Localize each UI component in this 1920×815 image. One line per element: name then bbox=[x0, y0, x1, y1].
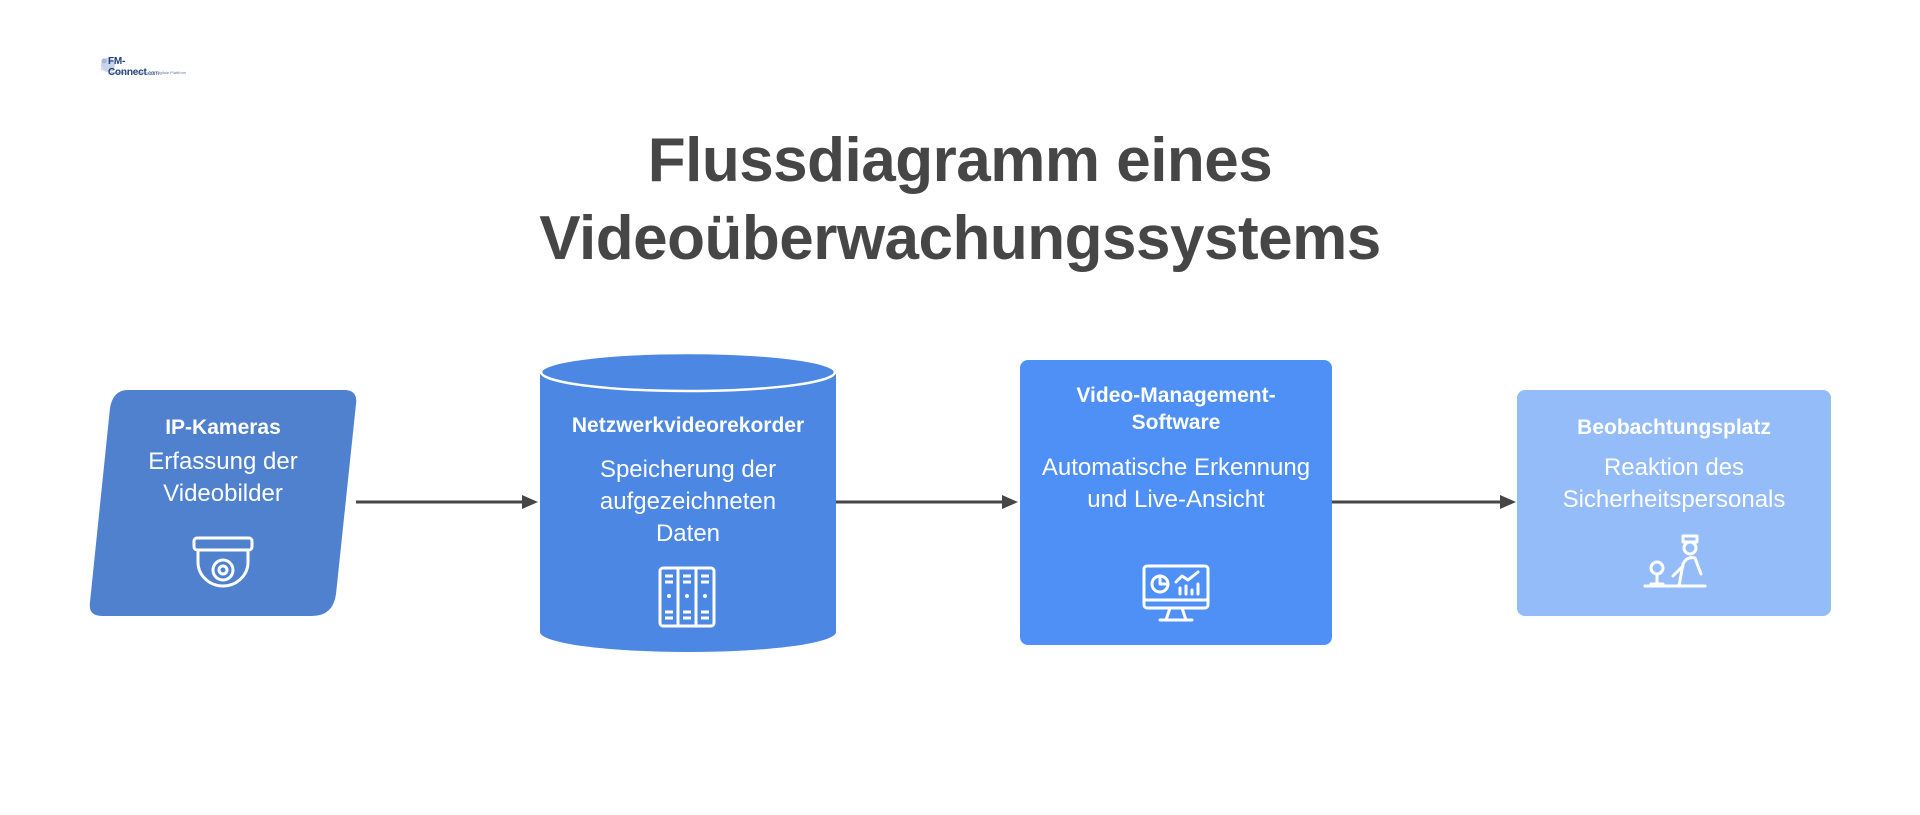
node-heading: IP-Kameras bbox=[165, 416, 281, 439]
logo: FM-Connect.com Fachwissen, Beratung und … bbox=[96, 48, 186, 82]
node-description: Reaktion des Sicherheitspersonals bbox=[1562, 454, 1786, 513]
arrow-1 bbox=[356, 495, 538, 509]
node-ip-cameras: IP-Kameras Erfassung der Videobilder bbox=[88, 390, 358, 616]
rectangle-shape bbox=[1517, 390, 1831, 616]
node-heading: Video-Management-Software bbox=[1076, 384, 1276, 434]
security-guard-icon bbox=[1643, 534, 1707, 588]
node-video-management-software: Video-Management-Software Automatische E… bbox=[1020, 360, 1332, 645]
rectangle-shape bbox=[1020, 360, 1332, 645]
node-heading: Netzwerkvideorekorder bbox=[571, 414, 805, 437]
logo-brand: FM-Connect.com bbox=[108, 56, 159, 78]
node-heading: Beobachtungsplatz bbox=[1577, 416, 1771, 439]
title-line-1: Flussdiagramm eines bbox=[647, 126, 1273, 195]
logo-splash-icon bbox=[100, 58, 115, 72]
node-network-video-recorder: Netzwerkvideorekorder Speicherung der au… bbox=[540, 352, 836, 654]
node-description: Speicherung der aufgezeichneten Daten bbox=[599, 456, 777, 547]
node-description: Erfassung der Videobilder bbox=[148, 448, 298, 507]
dome-camera-icon bbox=[192, 536, 254, 588]
logo-tagline: Fachwissen, Beratung und digitale Plattf… bbox=[108, 70, 187, 75]
arrow-3 bbox=[1332, 495, 1516, 509]
title-line-2: Videoüberwachungssystems bbox=[539, 204, 1381, 273]
monitor-analytics-icon bbox=[1142, 564, 1210, 622]
server-rack-icon bbox=[658, 566, 716, 628]
diagram-title: Flussdiagramm eines Videoüberwachungssys… bbox=[0, 122, 1920, 278]
cylinder-shape bbox=[540, 352, 836, 652]
parallelogram-shape bbox=[89, 390, 357, 616]
arrow-2 bbox=[836, 495, 1018, 509]
node-description: Automatische Erkennung und Live-Ansicht bbox=[1041, 454, 1311, 513]
node-observation-post: Beobachtungsplatz Reaktion des Sicherhei… bbox=[1517, 390, 1831, 616]
